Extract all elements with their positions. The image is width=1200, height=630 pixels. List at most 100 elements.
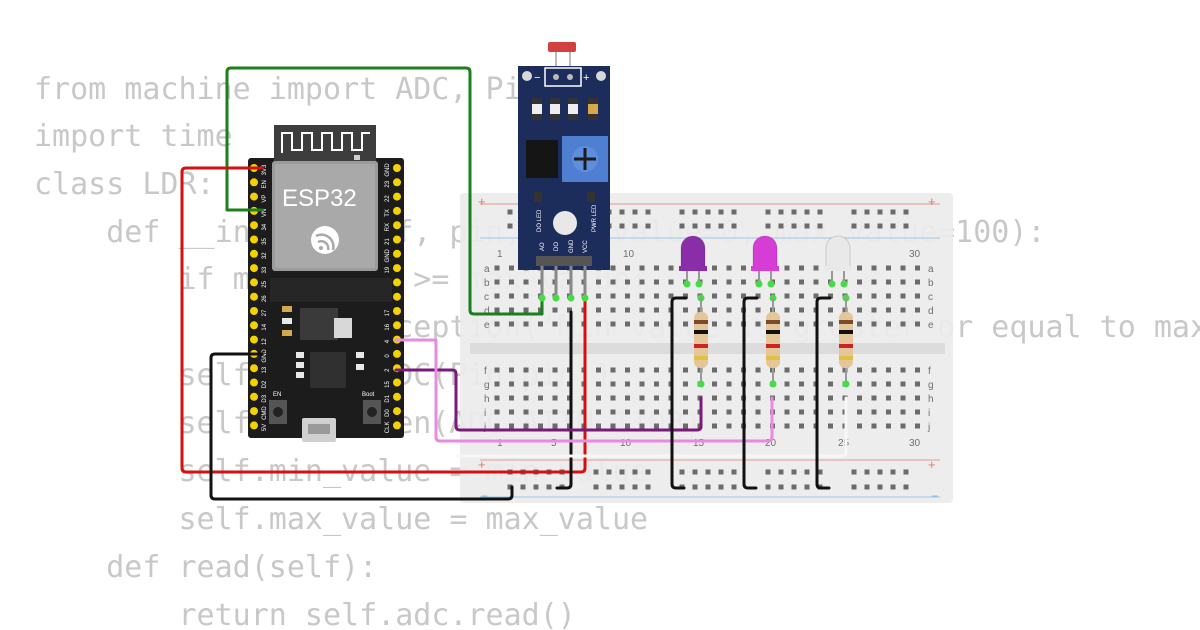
breadboard-hole[interactable] <box>784 279 790 285</box>
led-white[interactable] <box>824 235 852 288</box>
breadboard-hole[interactable] <box>857 395 862 401</box>
breadboard-hole[interactable] <box>726 321 732 327</box>
breadboard-hole[interactable] <box>871 367 877 373</box>
rail-hole[interactable] <box>692 209 698 215</box>
rail-hole[interactable] <box>679 223 685 229</box>
breadboard-hole[interactable] <box>639 395 645 401</box>
rail-hole[interactable] <box>705 469 711 475</box>
breadboard-hole[interactable] <box>741 293 746 299</box>
breadboard-hole[interactable] <box>494 409 500 415</box>
breadboard-hole[interactable] <box>494 265 500 271</box>
rail-hole[interactable] <box>606 469 612 475</box>
breadboard-hole[interactable] <box>639 265 645 271</box>
esp32-pin-pad[interactable] <box>250 249 258 258</box>
breadboard-hole[interactable] <box>915 409 920 415</box>
breadboard-hole[interactable] <box>755 321 761 327</box>
wire-black-led3-gnd[interactable] <box>815 296 832 490</box>
breadboard-hole[interactable] <box>900 395 906 401</box>
breadboard-hole[interactable] <box>799 423 804 429</box>
rail-hole[interactable] <box>593 484 599 490</box>
rail-hole[interactable] <box>791 209 797 215</box>
breadboard-hole[interactable] <box>654 293 659 299</box>
rail-hole[interactable] <box>705 484 711 490</box>
breadboard-hole[interactable] <box>494 367 500 373</box>
esp32-pin-pad[interactable] <box>393 206 401 215</box>
breadboard-hole[interactable] <box>915 279 920 285</box>
breadboard-hole[interactable] <box>857 279 862 285</box>
breadboard-hole[interactable] <box>726 307 732 313</box>
esp32-pin-pad[interactable] <box>250 407 258 416</box>
breadboard-hole[interactable] <box>639 279 645 285</box>
rail-hole[interactable] <box>804 209 810 215</box>
breadboard-hole[interactable] <box>552 423 558 429</box>
breadboard-hole[interactable] <box>712 279 717 285</box>
rail-hole[interactable] <box>632 223 638 229</box>
esp32-pin-pad[interactable] <box>393 249 401 258</box>
breadboard-hole[interactable] <box>871 293 877 299</box>
rail-hole[interactable] <box>632 469 638 475</box>
breadboard-hole[interactable] <box>755 367 761 373</box>
rail-hole[interactable] <box>804 469 810 475</box>
breadboard-hole[interactable] <box>915 395 920 401</box>
breadboard-hole[interactable] <box>654 395 659 401</box>
breadboard-hole[interactable] <box>871 279 877 285</box>
breadboard-hole[interactable] <box>538 423 543 429</box>
breadboard-hole[interactable] <box>886 265 891 271</box>
esp32-pin-pad[interactable] <box>250 178 258 187</box>
breadboard-hole[interactable] <box>813 265 819 271</box>
breadboard-hole[interactable] <box>538 321 543 327</box>
breadboard-hole[interactable] <box>683 409 688 415</box>
breadboard-hole[interactable] <box>668 293 674 299</box>
esp32-pin-pad[interactable] <box>250 278 258 287</box>
breadboard-hole[interactable] <box>610 293 616 299</box>
wire-pink-led2[interactable] <box>394 338 774 443</box>
esp32-pin-pad[interactable] <box>250 392 258 401</box>
breadboard-hole[interactable] <box>712 307 717 313</box>
breadboard-hole[interactable] <box>625 381 630 387</box>
esp32-devkit[interactable]: ESP32 3V3ENVPVN343532332526271412GND13D2… <box>248 125 404 442</box>
rail-hole[interactable] <box>619 209 625 215</box>
breadboard-hole[interactable] <box>683 367 688 373</box>
breadboard-hole[interactable] <box>726 423 732 429</box>
esp32-pin-pad[interactable] <box>250 221 258 230</box>
breadboard-hole[interactable] <box>871 321 877 327</box>
breadboard-hole[interactable] <box>784 293 790 299</box>
breadboard-hole[interactable] <box>610 265 616 271</box>
rail-hole[interactable] <box>520 484 526 490</box>
breadboard-hole[interactable] <box>639 307 645 313</box>
breadboard-hole[interactable] <box>552 381 558 387</box>
breadboard-hole[interactable] <box>799 265 804 271</box>
breadboard-hole[interactable] <box>726 395 732 401</box>
esp32-pin-pad[interactable] <box>393 321 401 330</box>
breadboard-hole[interactable] <box>755 395 761 401</box>
breadboard-hole[interactable] <box>596 307 601 313</box>
breadboard-hole[interactable] <box>596 367 601 373</box>
breadboard-hole[interactable] <box>784 381 790 387</box>
rail-hole[interactable] <box>679 469 685 475</box>
breadboard-hole[interactable] <box>523 423 529 429</box>
breadboard-hole[interactable] <box>610 367 616 373</box>
wire-green-ao[interactable] <box>225 66 544 316</box>
breadboard-hole[interactable] <box>799 395 804 401</box>
breadboard-hole[interactable] <box>625 409 630 415</box>
esp32-pin-pad[interactable] <box>250 378 258 387</box>
wire-purple-led1[interactable] <box>394 368 703 432</box>
breadboard-hole[interactable] <box>828 367 833 373</box>
rail-hole[interactable] <box>890 484 896 490</box>
rail-hole[interactable] <box>851 484 857 490</box>
breadboard-hole[interactable] <box>857 381 862 387</box>
rail-hole[interactable] <box>632 484 638 490</box>
rail-hole[interactable] <box>791 223 797 229</box>
breadboard-hole[interactable] <box>712 381 717 387</box>
esp32-pin-pad[interactable] <box>393 178 401 187</box>
esp32-pin-pad[interactable] <box>393 392 401 401</box>
breadboard-hole[interactable] <box>886 279 891 285</box>
esp32-pin-pad[interactable] <box>393 407 401 416</box>
breadboard-hole[interactable] <box>915 367 920 373</box>
breadboard-hole[interactable] <box>596 395 601 401</box>
breadboard-hole[interactable] <box>900 381 906 387</box>
breadboard-hole[interactable] <box>538 395 543 401</box>
breadboard-hole[interactable] <box>784 423 790 429</box>
esp32-pin-pad[interactable] <box>393 349 401 358</box>
breadboard-hole[interactable] <box>784 321 790 327</box>
